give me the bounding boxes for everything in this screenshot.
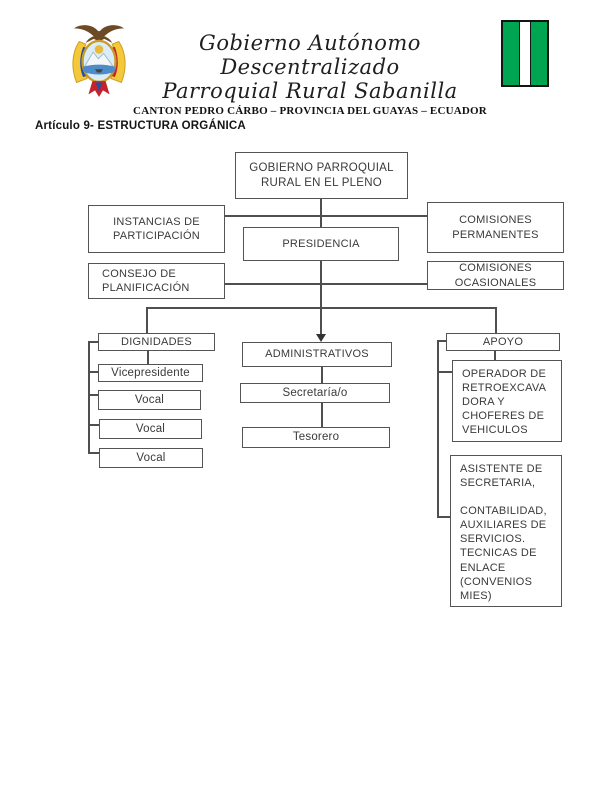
node-dignidades: DIGNIDADES	[98, 333, 215, 351]
letterhead: Gobierno Autónomo Descentralizado Parroq…	[130, 0, 490, 119]
connector-line	[321, 403, 323, 427]
ecuador-coat-of-arms-icon	[72, 25, 126, 97]
node-vicepresidente: Vicepresidente	[98, 364, 203, 382]
connector-line	[88, 424, 99, 426]
connector-line	[88, 371, 98, 373]
connector-line	[495, 307, 497, 333]
org-title-line1: Gobierno Autónomo Descentralizado	[199, 31, 421, 80]
org-title-line2: Parroquial Rural Sabanilla	[162, 79, 458, 104]
connector-line	[437, 516, 450, 518]
node-comisiones-ocasionales: COMISIONES OCASIONALES	[427, 261, 564, 290]
arrow-down-icon	[316, 334, 326, 342]
node-operador-retroexcavadora-choferes: OPERADOR DE RETROEXCAVA DORA Y CHOFERES …	[452, 360, 562, 442]
connector-line	[88, 394, 98, 396]
connector-line	[146, 307, 497, 309]
connector-line	[225, 215, 427, 217]
connector-line	[321, 367, 323, 383]
flag-green-band	[531, 22, 547, 85]
node-consejo-planificacion: CONSEJO DE PLANIFICACIÓN	[88, 263, 225, 299]
connector-line	[225, 283, 427, 285]
connector-line	[437, 340, 439, 518]
connector-line	[88, 452, 99, 454]
flag-green-band	[503, 22, 519, 85]
flag-white-band	[519, 22, 531, 85]
node-secretaria: Secretaría/o	[240, 383, 390, 403]
node-asistente-secretaria-contabilidad: ASISTENTE DE SECRETARIA, CONTABILIDAD, A…	[450, 455, 562, 607]
connector-line	[88, 341, 90, 454]
connector-line	[437, 371, 452, 373]
letterhead-subtitle: CANTON PEDRO CÁRBO – PROVINCIA DEL GUAYA…	[133, 105, 487, 118]
connector-line	[494, 351, 496, 360]
article-heading: Artículo 9- ESTRUCTURA ORGÁNICA	[35, 120, 246, 132]
connector-line	[147, 351, 149, 364]
node-apoyo: APOYO	[446, 333, 560, 351]
node-gobierno-parroquial-pleno: GOBIERNO PARROQUIAL RURAL EN EL PLENO	[235, 152, 408, 199]
node-vocal-2: Vocal	[99, 419, 202, 439]
connector-line	[88, 341, 98, 343]
node-comisiones-permanentes: COMISIONES PERMANENTES	[427, 202, 564, 253]
node-instancias-participacion: INSTANCIAS DE PARTICIPACIÓN	[88, 205, 225, 253]
node-tesorero: Tesorero	[242, 427, 390, 448]
node-vocal-3: Vocal	[99, 448, 203, 468]
node-vocal-1: Vocal	[98, 390, 201, 410]
node-administrativos: ADMINISTRATIVOS	[242, 342, 392, 367]
connector-line	[320, 199, 322, 335]
connector-line	[146, 307, 148, 333]
parish-flag-icon	[501, 20, 549, 87]
connector-line	[437, 340, 446, 342]
node-presidencia: PRESIDENCIA	[243, 227, 399, 261]
